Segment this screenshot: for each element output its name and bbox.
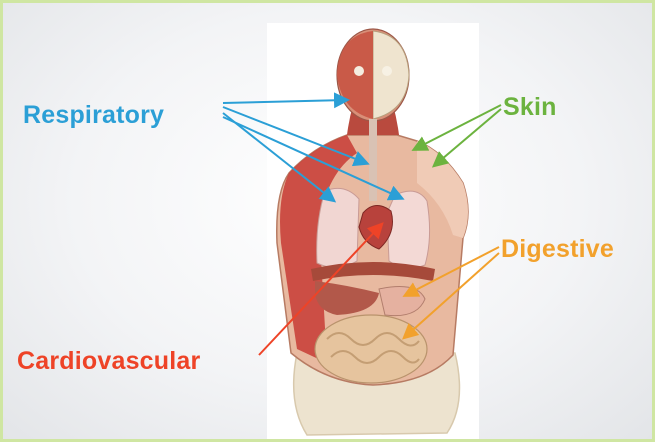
cardiovascular-arrow <box>259 225 381 355</box>
digestive-arrow-stomach <box>406 247 499 295</box>
arrows-layer <box>3 3 655 442</box>
cardiovascular-label: Cardiovascular <box>17 347 200 375</box>
digestive-arrow-intestine <box>405 253 499 337</box>
respiratory-arrow-right-lung <box>223 117 401 198</box>
respiratory-arrow-head <box>223 100 346 103</box>
respiratory-arrow-trachea <box>223 107 366 163</box>
skin-label: Skin <box>503 93 557 121</box>
skin-arrow-shoulder <box>415 105 501 149</box>
respiratory-arrow-left-lung <box>223 113 333 200</box>
respiratory-label: Respiratory <box>23 101 164 129</box>
skin-arrow-chest <box>435 109 501 165</box>
digestive-label: Digestive <box>501 235 614 263</box>
